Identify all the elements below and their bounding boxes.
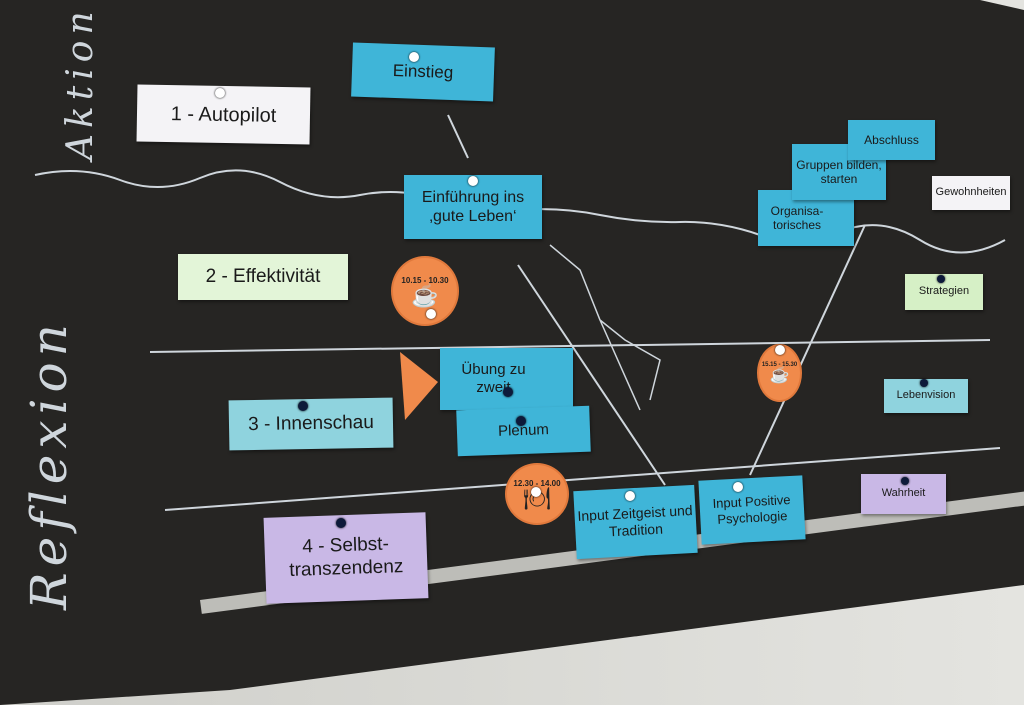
magnet	[503, 387, 513, 397]
magnet	[775, 345, 785, 355]
level-4-card[interactable]: 4 - Selbst-transzendenz	[263, 512, 429, 604]
descend-arrow	[517, 264, 666, 486]
break-coffee-morning: 10.15 - 10.30☕	[391, 256, 459, 326]
card-input-zeitgeist[interactable]: Input Zeitgeist und Tradition	[573, 484, 698, 560]
diver-drawing	[549, 244, 661, 411]
card-einstieg[interactable]: Einstieg	[351, 42, 495, 102]
magnet	[625, 491, 635, 501]
magnet	[733, 482, 743, 492]
magnet	[920, 379, 928, 387]
card-uebung[interactable]: Übung zu zweit	[440, 348, 573, 410]
card-abschluss[interactable]: Abschluss	[848, 120, 935, 160]
magnet	[516, 416, 526, 426]
magnet	[336, 518, 346, 528]
magnet	[298, 401, 308, 411]
label-gewohnheiten[interactable]: Gewohnheiten	[932, 176, 1010, 210]
magnet	[426, 309, 436, 319]
magnet	[409, 52, 419, 62]
magnet	[937, 275, 945, 283]
aktion-label: Aktion	[60, 5, 101, 160]
card-plenum[interactable]: Plenum	[456, 405, 591, 457]
magnet	[468, 176, 478, 186]
level-3-card[interactable]: 3 - Innenschau	[228, 397, 394, 451]
ascend-arrow	[749, 224, 866, 476]
label-strategien[interactable]: Strategien	[905, 274, 983, 310]
magnet	[215, 88, 225, 98]
arrow-marker	[400, 352, 438, 420]
chalk-line-3	[164, 447, 1001, 511]
chalk-line-2	[149, 339, 991, 353]
magnet	[531, 487, 541, 497]
card-gruppen[interactable]: Gruppen bilden, starten	[792, 144, 886, 200]
coffee-icon: ☕	[769, 367, 790, 384]
magnet	[901, 477, 909, 485]
reflexion-label: Reflexion	[20, 318, 78, 610]
coffee-icon: ☕	[411, 282, 439, 308]
plate-icon: 🍽	[523, 485, 551, 511]
card-input-positive[interactable]: Input Positive Psychologie	[698, 475, 806, 545]
level-2-card[interactable]: 2 - Effektivität	[178, 254, 348, 300]
